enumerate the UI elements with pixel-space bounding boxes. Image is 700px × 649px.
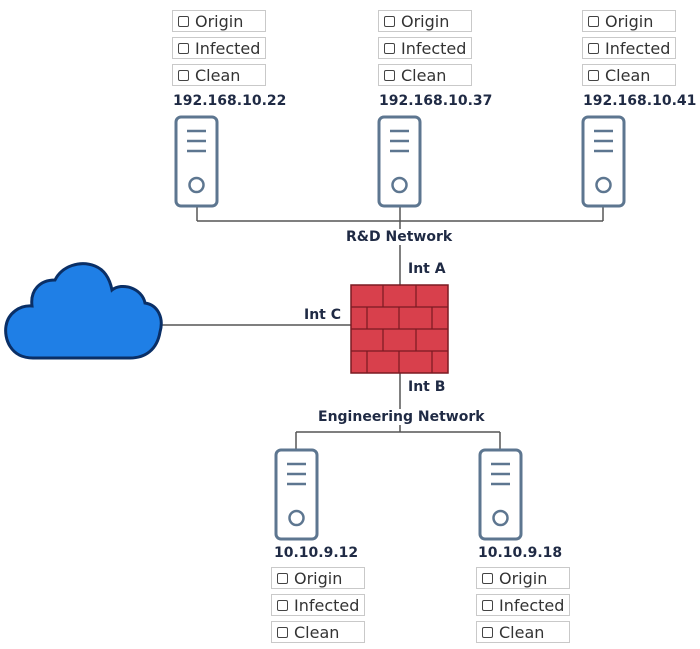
host-3-origin-option[interactable]: Origin <box>582 10 676 32</box>
server-icon <box>377 115 422 208</box>
checkbox[interactable] <box>384 15 395 27</box>
host-3-ip: 192.168.10.41 <box>583 93 697 109</box>
checkbox[interactable] <box>384 42 395 54</box>
host-5-origin-option[interactable]: Origin <box>476 567 570 589</box>
int-c-label: Int C <box>304 307 342 323</box>
host-5-ip: 10.10.9.18 <box>478 545 563 561</box>
host-5-clean-option[interactable]: Clean <box>476 621 570 643</box>
checkbox[interactable] <box>482 626 493 638</box>
host-2-ip: 192.168.10.37 <box>379 93 493 109</box>
firewall-icon <box>350 284 449 374</box>
checkbox[interactable] <box>384 69 395 81</box>
host-2-infected-option[interactable]: Infected <box>378 37 472 59</box>
host-1-origin-option[interactable]: Origin <box>172 10 266 32</box>
checkbox[interactable] <box>178 15 189 27</box>
server-icon <box>581 115 626 208</box>
checkbox[interactable] <box>482 572 493 584</box>
checkbox[interactable] <box>277 626 288 638</box>
checkbox[interactable] <box>277 599 288 611</box>
cloud-icon <box>4 262 163 360</box>
server-icon <box>274 448 319 541</box>
host-4-origin-option[interactable]: Origin <box>271 567 365 589</box>
host-5-infected-option[interactable]: Infected <box>476 594 570 616</box>
server-icon <box>174 115 219 208</box>
checkbox[interactable] <box>482 599 493 611</box>
checkbox[interactable] <box>178 69 189 81</box>
int-a-label: Int A <box>408 261 446 277</box>
host-1-ip: 192.168.10.22 <box>173 93 287 109</box>
host-2-origin-option[interactable]: Origin <box>378 10 472 32</box>
host-2-clean-option[interactable]: Clean <box>378 64 472 86</box>
checkbox[interactable] <box>588 15 599 27</box>
host-1-clean-option[interactable]: Clean <box>172 64 266 86</box>
host-3-infected-option[interactable]: Infected <box>582 37 676 59</box>
checkbox[interactable] <box>178 42 189 54</box>
checkbox[interactable] <box>588 69 599 81</box>
checkbox[interactable] <box>277 572 288 584</box>
engineering-network-label: Engineering Network <box>316 409 487 425</box>
rnd-network-links <box>196 206 604 285</box>
server-icon <box>478 448 523 541</box>
rnd-network-label: R&D Network <box>344 229 455 245</box>
host-1-infected-option[interactable]: Infected <box>172 37 266 59</box>
host-4-clean-option[interactable]: Clean <box>271 621 365 643</box>
host-4-infected-option[interactable]: Infected <box>271 594 365 616</box>
host-3-clean-option[interactable]: Clean <box>582 64 676 86</box>
host-4-ip: 10.10.9.12 <box>274 545 359 561</box>
checkbox[interactable] <box>588 42 599 54</box>
int-b-label: Int B <box>408 379 446 395</box>
